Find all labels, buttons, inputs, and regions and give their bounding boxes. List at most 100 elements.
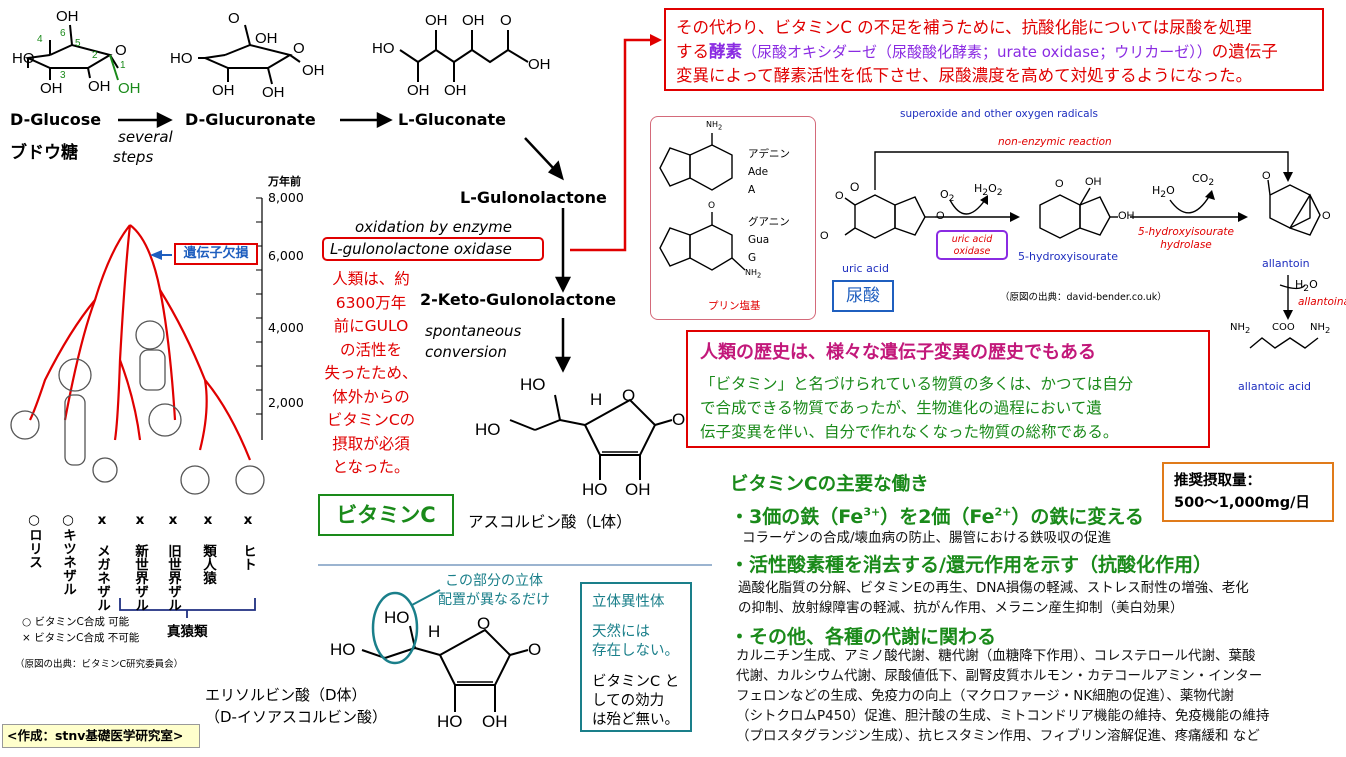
hydroxyisourate-label: 5-hydroxyisourate xyxy=(1018,250,1118,263)
oxidation-by-enzyme: oxidation by enzyme xyxy=(355,218,512,236)
sub: 2 xyxy=(1160,189,1167,201)
glucuronate-ring-o: O xyxy=(293,40,305,57)
spontaneous-2: conversion xyxy=(425,343,507,361)
uric-acid-oxidase-box: uric acid oxidase xyxy=(936,230,1008,260)
glucose-oh-2: OH xyxy=(88,78,111,95)
human-note-line: 摂取が必須 xyxy=(332,434,410,453)
glucose-c1: 1 xyxy=(120,60,126,71)
isomer-callout: この部分の立体 配置が異なるだけ xyxy=(438,572,550,610)
tree-unit: 万年前 xyxy=(268,175,301,188)
human-note-line: となった。 xyxy=(332,458,410,476)
sub: 2 xyxy=(948,193,955,205)
isomer-box-natural: 天然には 存在しない。 xyxy=(592,623,690,661)
sub: 2 xyxy=(757,271,762,280)
allantoin-label: allantoin xyxy=(1262,257,1310,270)
h2o-label: H2O xyxy=(1152,184,1175,200)
human-note-line: 前にGULO xyxy=(333,317,409,335)
desc-line: 代謝、カルシウム代謝、尿酸値低下、副腎皮質ホルモン・カテコールアミン・インター xyxy=(736,668,1263,684)
o: O xyxy=(1166,184,1175,197)
glucuronate-label: D-Glucuronate xyxy=(185,110,316,129)
hiu-oh: OH xyxy=(1085,176,1102,188)
isomer-box-title: 立体異性体 xyxy=(592,594,665,610)
desc-line: フェロンなどの生成、免疫力の向上（マクロファージ・NK細胞の促進）、薬物代謝 xyxy=(736,688,1234,704)
erythorbic-name: エリソルビン酸（D体） xyxy=(205,686,367,704)
glucose-oh-top: OH xyxy=(56,8,79,25)
desc-line: カルニチン生成、アミノ酸代謝、糖代謝（血糖降下作用）、コレステロール代謝、葉酸 xyxy=(736,648,1256,664)
uric-o-right: O xyxy=(936,210,945,222)
ery-oh-left: HO xyxy=(437,712,463,731)
ery-carbonyl-o: O xyxy=(528,640,542,659)
legend-can: ○ ビタミンC合成 可能 xyxy=(22,616,130,628)
tick-4000: 4,000 xyxy=(268,320,304,335)
ery-ho-top: HO xyxy=(384,608,410,627)
glucuronate-ho: HO xyxy=(170,50,193,67)
gluconate-oh-c: OH xyxy=(407,82,430,99)
allantoic-acid-label: allantoic acid xyxy=(1238,380,1312,393)
h2o2-label: H2O2 xyxy=(974,182,1003,198)
guanine-labels: グアニン Gua G xyxy=(748,213,790,267)
glucose-label: D-Glucose xyxy=(10,110,102,129)
isomer-line: ビタミンC と xyxy=(592,674,680,690)
history-line: で合成できる物質であったが、生物進化の過程において遺 xyxy=(700,399,1102,417)
human-note: 人類は、約 6300万年 前にGULO の活性を 失ったため、 体外からの ビタ… xyxy=(316,268,426,480)
adenine-abbr: Ade xyxy=(748,166,769,178)
enzyme-box: L-gulonolactone oxidase xyxy=(322,237,544,261)
sub: 2 xyxy=(1325,325,1331,335)
glucose-c2: 2 xyxy=(92,50,98,61)
tick-2000: 2,000 xyxy=(268,395,304,410)
superoxide-label: superoxide and other oxygen radicals xyxy=(900,108,1099,120)
ery-h: H xyxy=(428,622,441,641)
o: O xyxy=(940,188,949,201)
sub: 2 xyxy=(1245,325,1251,335)
history-box: 人類の歴史は、様々な遺伝子変異の歴史でもある 「ビタミン」と名づけられている物質… xyxy=(686,330,1210,448)
isomer-line: 天然には xyxy=(592,624,650,640)
gluconate-oh-b: OH xyxy=(462,12,485,29)
h1: ・3価の鉄（Fe xyxy=(730,506,864,528)
ery-ring-o: O xyxy=(477,614,491,633)
asc-carbonyl-o: O xyxy=(672,410,686,429)
ascorbic-acid-label: アスコルビン酸（L体） xyxy=(468,513,632,531)
urate-source: （原図の出典：david-bender.co.uk） xyxy=(1000,292,1167,303)
isomer-box: 立体異性体 天然には 存在しない。 ビタミンC と しての効力 は殆ど無い。 xyxy=(580,582,692,732)
callout-line: 配置が異なるだけ xyxy=(438,592,550,608)
nh2-text: NH xyxy=(745,268,757,277)
co2-label: CO2 xyxy=(1192,172,1214,188)
asc-oh-right: OH xyxy=(625,480,651,499)
sub: 2 xyxy=(718,123,723,132)
gluconate-o: O xyxy=(500,12,512,29)
urate-oxidase-box: その代わり、ビタミンC の不足を補うために、抗酸化能については尿酸を処理 する酵… xyxy=(664,8,1324,91)
allantoic-nh2-b: NH2 xyxy=(1310,322,1330,335)
guanine-nh2: NH2 xyxy=(745,268,761,280)
recommend-label: 推奨摂取量： xyxy=(1174,473,1261,489)
h1: ）を2価（Fe xyxy=(880,506,995,528)
allantoic-coo: COO xyxy=(1272,322,1295,333)
functions-title: ビタミンCの主要な働き xyxy=(730,474,929,495)
erythorbic-name-2: （D-イソアスコルビン酸） xyxy=(205,708,387,726)
history-line: 「ビタミン」と名づけられている物質の多くは、かつては自分 xyxy=(700,375,1134,393)
isomer-line: は殆ど無い。 xyxy=(592,712,679,728)
glucuronate-oh-3: OH xyxy=(212,82,235,99)
urate-enzyme-detail: （尿酸オキシダーゼ（尿酸酸化酵素；urate oxidase；ウリカーゼ）） xyxy=(742,43,1212,61)
o: O xyxy=(988,182,997,195)
urate-seg: する xyxy=(676,42,709,61)
uric-o-left: O xyxy=(835,190,844,202)
human-note-line: ビタミンCの xyxy=(326,411,416,429)
allantoinase-label: allantoinase xyxy=(1298,296,1346,308)
history-line: 伝子変異を伴い、自分で作れなくなった物質の総称である。 xyxy=(700,423,1119,441)
adenine-jp: アデニン xyxy=(748,148,790,160)
nh2-text: NH xyxy=(706,120,718,129)
keto-label: 2-Keto-Gulonolactone xyxy=(420,290,617,309)
recommend-value: 500～1,000mg/日 xyxy=(1174,495,1310,511)
ery-ho-left: HO xyxy=(330,640,356,659)
isomer-box-efficacy: ビタミンC と しての効力 は殆ど無い。 xyxy=(592,673,690,730)
human-note-line: 6300万年 xyxy=(335,293,407,312)
function-2-desc: 過酸化脂質の分解、ビタミンEの再生、DNA損傷の軽減、ストレス耐性の増強、老化 … xyxy=(738,578,1249,618)
urate-line-1: その代わり、ビタミンC の不足を補うために、抗酸化能については尿酸を処理 xyxy=(676,18,1252,37)
asc-ho-left: HO xyxy=(475,420,501,439)
group-label: 真猿類 xyxy=(167,624,208,640)
asc-ho-top: HO xyxy=(520,375,546,394)
desc-line: 過酸化脂質の分解、ビタミンEの再生、DNA損傷の軽減、ストレス耐性の増強、老化 xyxy=(738,580,1249,596)
function-1-heading: ・3価の鉄（Fe3+）を2価（Fe2+）の鉄に変える xyxy=(730,502,1144,529)
adenine-labels: アデニン Ade A xyxy=(748,145,790,199)
